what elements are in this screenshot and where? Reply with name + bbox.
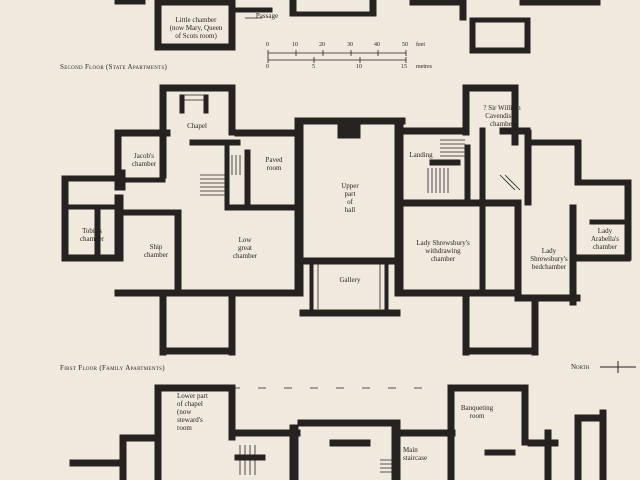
room-label-jacobs-chamber: Jacob's chamber [131, 152, 157, 168]
second-floor-walls [61, 84, 632, 356]
room-label-main-staircase: Main staircase [403, 446, 428, 462]
scale-feet-tick: 50 [402, 42, 408, 48]
first-floor-heading: First Floor (Family Apartments) [60, 364, 165, 372]
scale-feet-tick: 20 [319, 42, 325, 48]
scale-metre-unit: metres [416, 64, 432, 70]
room-label-paved-room: Paved room [265, 156, 283, 172]
scale-feet-tick: 10 [292, 42, 298, 48]
room-label-landing: Landing [409, 151, 433, 159]
scale-bar [267, 50, 407, 63]
room-label-banqueting-room: Banqueting room [460, 404, 494, 420]
north-label: North [571, 363, 590, 371]
stair-hatching [180, 94, 521, 475]
plan-walls [61, 0, 632, 480]
room-label-lady-bedchamber: Lady Shrewsbury's bedchamber [530, 247, 568, 271]
scale-feet-tick: 30 [347, 42, 353, 48]
room-label-chapel: Chapel [187, 122, 207, 130]
scale-metre-tick: 0 [266, 64, 269, 70]
first-floor-walls [69, 384, 607, 480]
room-label-sir-william: ? Sir William Cavendish's chamber [483, 104, 521, 128]
scale-metre-tick: 5 [312, 64, 315, 70]
room-label-lady-arabella: Lady Arabella's chamber [590, 227, 620, 251]
room-label-upper-hall: Upper part of hall [341, 182, 359, 214]
scale-feet-unit: feet [416, 42, 425, 48]
room-label-ship-chamber: Ship chamber [143, 243, 169, 259]
room-label-withdrawing-chamber: Lady Shrewsbury's withdrawing chamber [416, 239, 470, 263]
second-floor-heading: Second Floor (State Apartments) [60, 63, 168, 71]
scale-metre-tick: 10 [356, 64, 362, 70]
room-label-lower-chapel: Lower part of chapel (now steward's room [177, 392, 208, 432]
room-label-little-chamber: Little chamber (now Mary, Queen of Scots… [169, 16, 223, 40]
scale-metre-tick: 15 [401, 64, 407, 70]
top-fragment-walls [114, 0, 601, 54]
scale-feet-tick: 40 [374, 42, 380, 48]
guide-lines [232, 17, 422, 389]
room-label-passage: Passage [255, 12, 279, 20]
scale-feet-tick: 0 [266, 42, 269, 48]
north-arrow-icon [600, 361, 636, 373]
room-label-low-great-chamber: Low great chamber [232, 236, 258, 260]
room-label-gallery: Gallery [339, 276, 361, 284]
room-label-tobies-chamber: Tobie's chamber [79, 227, 105, 243]
